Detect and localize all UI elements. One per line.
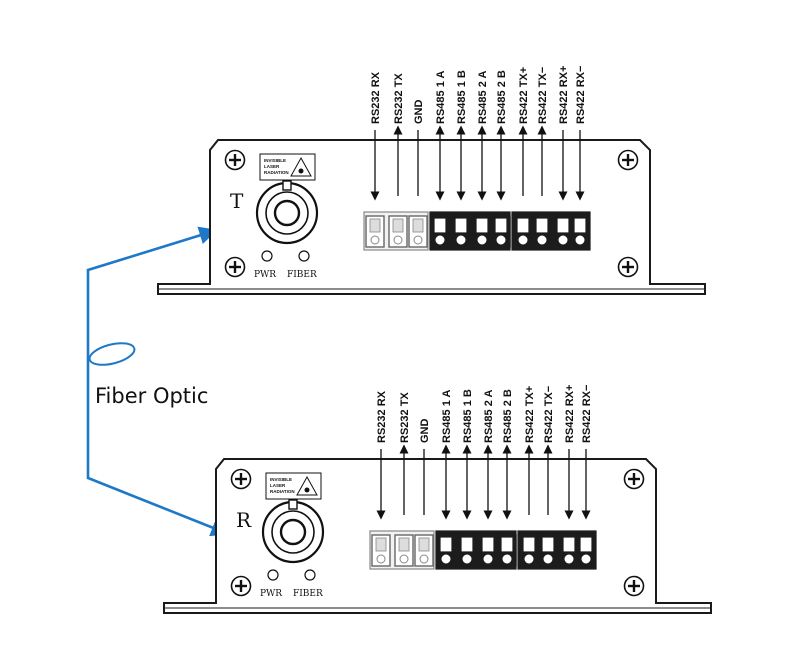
terminal-slot xyxy=(375,537,387,552)
terminal-slot xyxy=(482,537,494,552)
signal-label: RS422 TX− xyxy=(537,67,549,124)
terminal-screw xyxy=(462,554,472,564)
terminal-slot xyxy=(440,537,452,552)
signal-label: RS485 1 A xyxy=(435,71,447,124)
laser-warning-text: LASER xyxy=(264,164,280,169)
terminal-screw xyxy=(518,235,528,245)
terminal-screw xyxy=(393,235,403,245)
signal-label: RS485 1 A xyxy=(441,390,453,443)
fiber-label: FIBER xyxy=(287,270,317,280)
signal-label: GND xyxy=(419,419,431,444)
signal-label: RS232 RX xyxy=(370,71,382,124)
terminal-slot xyxy=(461,537,473,552)
pwr-label: PWR xyxy=(260,589,282,599)
terminal-screw xyxy=(477,235,487,245)
signal-label: RS422 RX− xyxy=(581,385,593,443)
signal-label: RS422 RX+ xyxy=(558,66,570,124)
signal-label: RS232 RX xyxy=(376,390,388,443)
terminal-slot xyxy=(517,218,529,233)
terminal-screw xyxy=(581,554,591,564)
terminal-screw xyxy=(558,235,568,245)
terminal-slot xyxy=(523,537,535,552)
signal-label: RS485 2 A xyxy=(477,71,489,124)
terminal-slot xyxy=(392,218,404,233)
terminal-slot xyxy=(501,537,513,552)
terminal-screw xyxy=(496,235,506,245)
terminal-screw xyxy=(456,235,466,245)
laser-warning-text: LASER xyxy=(270,483,286,488)
terminal-screw xyxy=(502,554,512,564)
terminal-screw xyxy=(419,554,429,564)
fiber-led-icon xyxy=(298,250,310,262)
fiber-optic-cable: Fiber Optic xyxy=(86,226,230,537)
signal-label: RS485 2 A xyxy=(483,390,495,443)
laser-warning-icon xyxy=(296,475,318,496)
pwr-led-icon xyxy=(261,250,273,262)
terminal-screw xyxy=(564,554,574,564)
fiber-port-ferrule xyxy=(273,199,301,227)
laser-warning-dot xyxy=(304,487,310,493)
fiber-cable-coil xyxy=(88,342,136,366)
terminal-screw xyxy=(524,554,534,564)
terminal-slot xyxy=(563,537,575,552)
pwr-label: PWR xyxy=(254,270,276,280)
terminal-slot xyxy=(495,218,507,233)
signal-label: RS485 2 B xyxy=(502,389,514,443)
signal-label: RS485 1 B xyxy=(462,389,474,443)
terminal-slot xyxy=(418,537,430,552)
laser-warning-text: INVISIBLE xyxy=(264,158,286,163)
laser-warning-text: INVISIBLE xyxy=(270,477,292,482)
terminal-slot xyxy=(574,218,586,233)
signal-label: RS422 RX+ xyxy=(564,385,576,443)
fiber-port-key xyxy=(288,499,298,510)
terminal-slot xyxy=(434,218,446,233)
terminal-slot xyxy=(455,218,467,233)
laser-warning-dot xyxy=(298,168,304,174)
fiber-cable-top xyxy=(86,226,218,287)
terminal-screw xyxy=(543,554,553,564)
fiber-port-ferrule xyxy=(279,518,307,546)
signal-label: RS422 TX+ xyxy=(524,386,536,443)
terminal-screw xyxy=(537,235,547,245)
signal-label: GND xyxy=(413,100,425,125)
device-mark-label: R xyxy=(236,508,252,532)
fiber-cable-bottom xyxy=(86,287,230,537)
fiber-label: FIBER xyxy=(293,589,323,599)
laser-warning-text: RADIATION xyxy=(264,170,289,175)
terminal-screw xyxy=(370,235,380,245)
terminal-slot xyxy=(476,218,488,233)
signal-label: RS232 TX xyxy=(399,392,411,443)
signal-label: RS422 RX− xyxy=(575,66,587,124)
terminal-screw xyxy=(399,554,409,564)
laser-warning-icon xyxy=(290,156,312,177)
signal-label: RS485 2 B xyxy=(496,70,508,124)
terminal-slot xyxy=(557,218,569,233)
signal-label: RS422 TX− xyxy=(543,386,555,443)
terminal-slot xyxy=(580,537,592,552)
terminal-slot xyxy=(412,218,424,233)
terminal-screw xyxy=(413,235,423,245)
terminal-screw xyxy=(441,554,451,564)
signal-label: RS422 TX+ xyxy=(518,67,530,124)
fiber-port-key xyxy=(282,180,292,191)
terminal-slot xyxy=(369,218,381,233)
terminal-slot xyxy=(536,218,548,233)
fiber-optic-label: Fiber Optic xyxy=(95,384,208,408)
terminal-screw xyxy=(575,235,585,245)
fiber-led-icon xyxy=(304,569,316,581)
terminal-screw xyxy=(483,554,493,564)
signal-label: RS485 1 B xyxy=(456,70,468,124)
terminal-screw xyxy=(435,235,445,245)
pwr-led-icon xyxy=(267,569,279,581)
terminal-slot xyxy=(398,537,410,552)
laser-warning-text: RADIATION xyxy=(270,489,295,494)
signal-label: RS232 TX xyxy=(393,73,405,124)
device-mark-label: T xyxy=(230,189,244,213)
terminal-slot xyxy=(542,537,554,552)
terminal-screw xyxy=(376,554,386,564)
